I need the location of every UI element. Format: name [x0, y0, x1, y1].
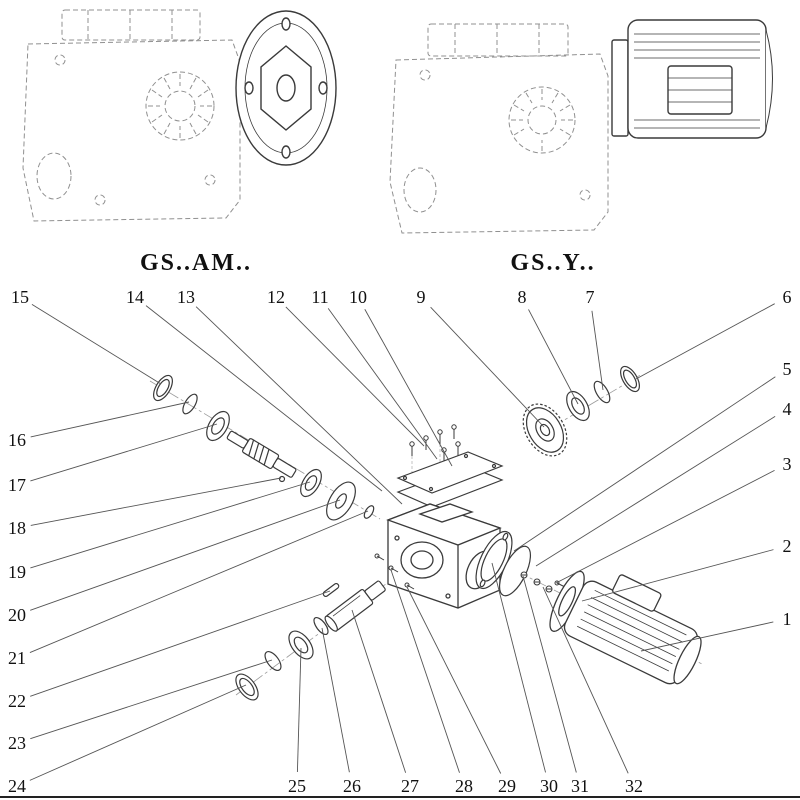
- exploded-assembly: [149, 365, 703, 701]
- part-bearing-gear: [566, 390, 590, 422]
- part-pin: [278, 475, 286, 483]
- leader-line-32: [542, 586, 629, 774]
- callout-number-21: 21: [8, 648, 26, 668]
- leader-line-20: [30, 499, 341, 611]
- leader-line-21: [29, 510, 369, 654]
- callout-number-25: 25: [288, 776, 306, 796]
- part-collar: [313, 616, 329, 636]
- callout-number-9: 9: [417, 287, 426, 307]
- leader-line-17: [30, 423, 218, 482]
- leader-line-10: [364, 309, 453, 467]
- part-output-cover: [475, 530, 513, 590]
- callout-number-22: 22: [8, 691, 26, 711]
- part-oil-seal-output: [235, 673, 259, 701]
- assembled-view-gs-y: [389, 23, 609, 234]
- callout-number-23: 23: [8, 733, 26, 753]
- part-oil-seal-input: [153, 374, 173, 402]
- leader-line-8: [528, 309, 579, 405]
- part-shim-ring: [620, 365, 640, 393]
- callout-number-26: 26: [343, 776, 361, 796]
- model-label-right: GS..Y..: [510, 250, 595, 276]
- leader-line-15: [31, 303, 162, 385]
- leader-line-2: [581, 549, 774, 602]
- part-motor: [549, 570, 702, 685]
- callout-number-20: 20: [8, 605, 26, 625]
- leader-line-9: [430, 306, 545, 428]
- callout-number-24: 24: [8, 776, 26, 796]
- input-shaft-hatch-right: [511, 89, 573, 151]
- leader-line-22: [30, 590, 331, 697]
- callout-number-13: 13: [177, 287, 195, 307]
- part-helical-gear: [522, 403, 568, 457]
- part-cover-plate: [396, 451, 504, 494]
- leader-line-31: [522, 575, 577, 773]
- part-circlip-gear: [593, 380, 611, 404]
- leader-line-14: [145, 305, 383, 492]
- leader-line-6: [635, 303, 775, 380]
- part-plugs: [520, 571, 553, 593]
- leader-line-12: [285, 306, 425, 447]
- part-circlip-output: [264, 651, 282, 671]
- part-bearing-mid: [300, 468, 322, 498]
- part-housing-bolts: [374, 553, 415, 590]
- leader-line-29: [406, 586, 502, 774]
- assembled-view-gs-am: [22, 9, 241, 222]
- callout-number-31: 31: [571, 776, 589, 796]
- leader-line-28: [390, 569, 460, 773]
- callout-number-2: 2: [783, 536, 792, 556]
- leader-line-26: [321, 627, 350, 773]
- input-shaft-hatch: [148, 74, 212, 138]
- callout-number-17: 17: [8, 475, 26, 495]
- leader-line-7: [591, 310, 604, 391]
- leader-line-16: [30, 401, 190, 438]
- callout-number-3: 3: [783, 454, 792, 474]
- part-worm-shaft: [226, 430, 297, 478]
- callout-number-11: 11: [311, 287, 328, 307]
- callout-number-7: 7: [586, 287, 595, 307]
- leader-line-5: [513, 376, 776, 552]
- motor-front-view: [611, 19, 773, 139]
- callout-number-4: 4: [783, 399, 792, 419]
- leader-line-11: [327, 308, 438, 460]
- leader-line-18: [30, 477, 282, 526]
- callout-number-27: 27: [401, 776, 419, 796]
- callout-number-30: 30: [540, 776, 558, 796]
- part-bearing-output: [288, 630, 314, 660]
- leader-line-27: [351, 609, 407, 773]
- callout-number-18: 18: [8, 518, 26, 538]
- callout-number-8: 8: [518, 287, 527, 307]
- model-label-left: GS..AM..: [140, 250, 252, 276]
- callout-number-12: 12: [267, 287, 285, 307]
- callout-number-19: 19: [8, 562, 26, 582]
- part-oring-small: [363, 505, 375, 519]
- callout-number-15: 15: [11, 287, 29, 307]
- callout-number-10: 10: [349, 287, 367, 307]
- flange-front-view: [235, 10, 337, 166]
- leader-line-13: [195, 306, 403, 505]
- part-key: [322, 582, 340, 598]
- leader-line-30: [491, 562, 546, 773]
- part-circlip-input: [182, 393, 198, 415]
- callout-number-14: 14: [126, 287, 144, 307]
- part-output-shaft: [324, 580, 386, 632]
- leader-line-1: [640, 621, 774, 652]
- callout-number-28: 28: [455, 776, 473, 796]
- part-housing: [386, 503, 502, 609]
- callout-number-32: 32: [625, 776, 643, 796]
- leader-line-4: [535, 416, 776, 567]
- leader-line-19: [30, 481, 311, 569]
- leader-line-25: [296, 647, 302, 773]
- leader-line-24: [29, 684, 247, 781]
- callout-number-29: 29: [498, 776, 516, 796]
- leader-line-3: [555, 470, 775, 584]
- callout-number-16: 16: [8, 430, 26, 450]
- callout-number-1: 1: [783, 609, 792, 629]
- part-bearing-input: [206, 410, 230, 442]
- callout-number-6: 6: [783, 287, 792, 307]
- callout-number-5: 5: [783, 359, 792, 379]
- part-washer-large: [326, 481, 356, 521]
- leader-line-23: [30, 659, 273, 740]
